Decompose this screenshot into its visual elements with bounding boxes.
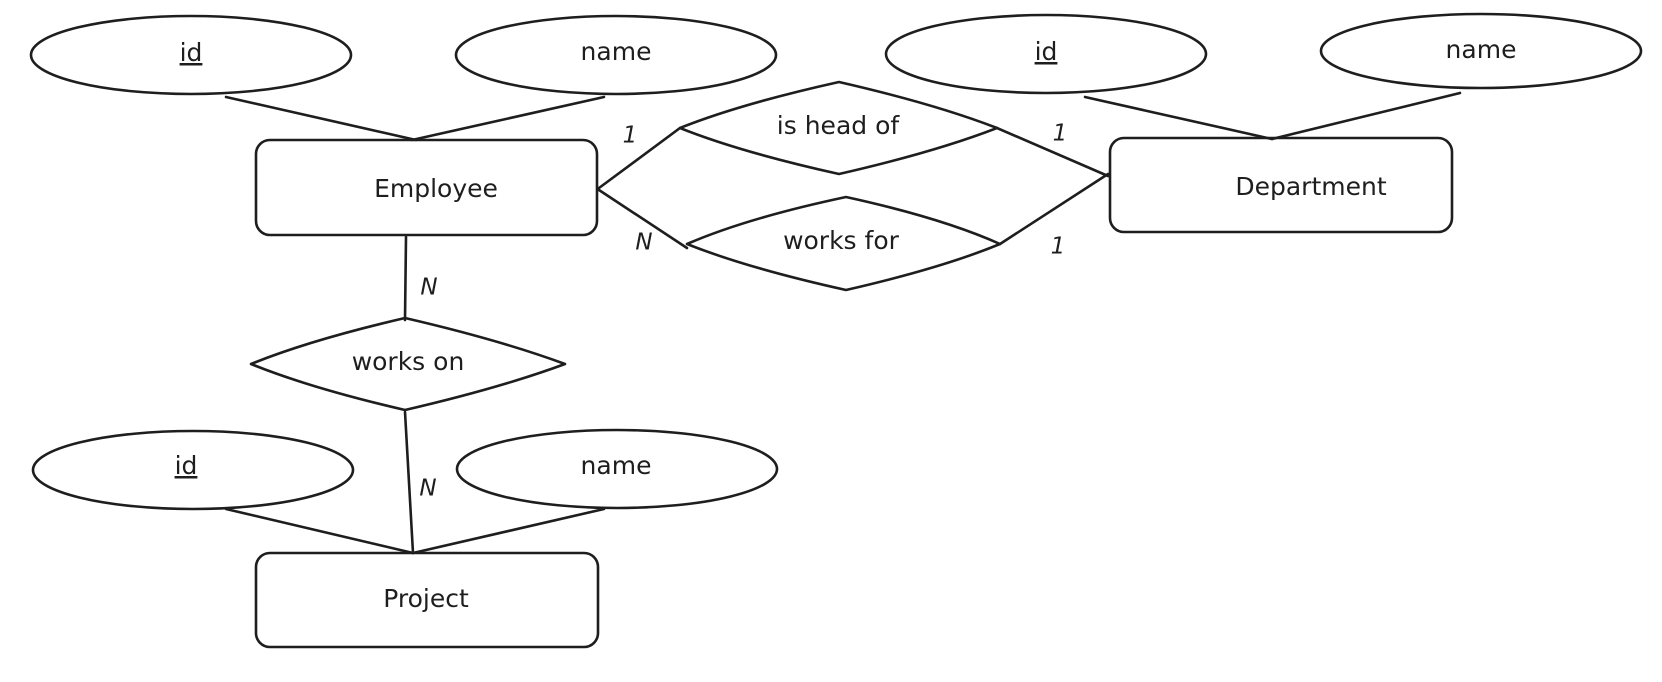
connector-employee-id bbox=[224, 95, 418, 142]
attribute-ellipse bbox=[884, 13, 1208, 95]
cardinality-worksfor-department: 1 bbox=[1051, 234, 1066, 260]
attribute-ellipse bbox=[455, 428, 779, 510]
connector-department-name bbox=[1270, 91, 1462, 141]
entity-box bbox=[1108, 136, 1454, 234]
attribute-label: name bbox=[581, 451, 652, 480]
relationship-works-on[interactable]: works on bbox=[249, 316, 567, 412]
entity-department[interactable]: Department bbox=[1108, 136, 1454, 234]
attribute-department-id[interactable]: id bbox=[884, 13, 1208, 95]
connector-worksfor-department bbox=[998, 172, 1110, 246]
connector-employee-ishead bbox=[597, 126, 682, 190]
attribute-project-name[interactable]: name bbox=[455, 428, 779, 510]
cardinality-workson-project: N bbox=[419, 476, 436, 502]
connector-workson-project bbox=[403, 410, 415, 555]
connector-project-name bbox=[411, 507, 606, 555]
relationship-label: is head of bbox=[777, 111, 901, 140]
cardinality-workson-employee: N bbox=[420, 275, 437, 301]
relationship-label: works for bbox=[783, 226, 900, 255]
attribute-ellipse bbox=[1319, 12, 1643, 90]
attribute-ellipse bbox=[454, 14, 778, 96]
attribute-label: id bbox=[175, 451, 198, 480]
connector-employee-name bbox=[410, 95, 606, 142]
entity-project[interactable]: Project bbox=[254, 551, 600, 649]
attribute-ellipse bbox=[29, 14, 353, 96]
connector-ishead-department bbox=[995, 126, 1110, 178]
relationship-diamond bbox=[249, 316, 567, 412]
entity-employee[interactable]: Employee bbox=[254, 138, 599, 237]
attribute-label: id bbox=[180, 38, 203, 67]
connector-department-id bbox=[1083, 95, 1274, 141]
connector-employee-worksfor bbox=[597, 188, 689, 250]
connector-project-id bbox=[224, 507, 415, 555]
relationship-is-head-of[interactable]: is head of bbox=[678, 80, 999, 176]
entity-box bbox=[254, 551, 600, 649]
connectors bbox=[224, 91, 1462, 555]
entity-label: Employee bbox=[374, 174, 498, 203]
attribute-department-name[interactable]: name bbox=[1319, 12, 1643, 90]
attribute-employee-id[interactable]: id bbox=[29, 14, 353, 96]
attribute-ellipse bbox=[31, 429, 355, 511]
attribute-label: name bbox=[1446, 35, 1517, 64]
connector-employee-workson bbox=[403, 235, 408, 322]
relationship-diamond bbox=[685, 195, 1002, 292]
entity-box bbox=[254, 138, 599, 237]
attribute-employee-name[interactable]: name bbox=[454, 14, 778, 96]
attribute-project-id[interactable]: id bbox=[31, 429, 355, 511]
entity-label: Department bbox=[1235, 172, 1386, 201]
relationship-works-for[interactable]: works for bbox=[685, 195, 1002, 292]
relationship-diamond bbox=[678, 80, 999, 176]
attribute-label: id bbox=[1035, 37, 1058, 66]
entity-label: Project bbox=[383, 584, 469, 613]
relationship-label: works on bbox=[352, 347, 465, 376]
cardinality-worksfor-employee: N bbox=[635, 230, 652, 256]
attribute-label: name bbox=[581, 37, 652, 66]
cardinality-head-department: 1 bbox=[1053, 121, 1068, 147]
cardinality-head-employee: 1 bbox=[623, 123, 638, 149]
